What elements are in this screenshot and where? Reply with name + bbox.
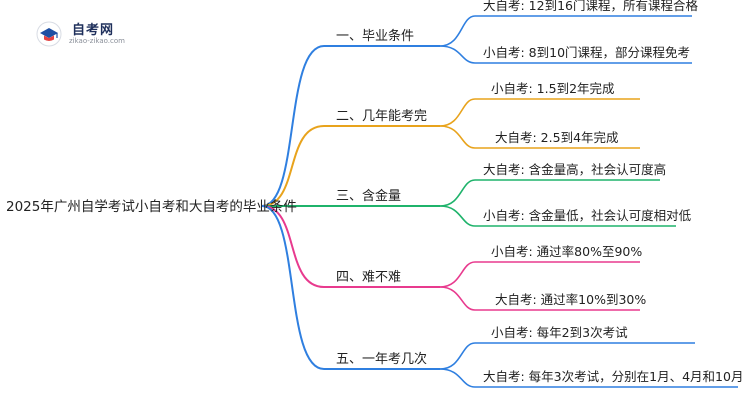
leaf-link — [439, 261, 476, 288]
leaf-node: 小自考: 每年2到3次考试 — [491, 325, 628, 340]
leaf-link — [439, 98, 476, 127]
root-node: 2025年广州自学考试小自考和大自考的毕业条件 — [6, 198, 297, 215]
leaf-node: 小自考: 含金量低，社会认可度相对低 — [483, 208, 692, 223]
leaf-node: 大自考: 通过率10%到30% — [495, 292, 646, 307]
logo-url: zikao-zikao.com — [69, 37, 125, 45]
leaf-link — [439, 368, 476, 388]
leaf-link — [439, 45, 476, 64]
branch-link — [261, 205, 325, 288]
leaf-node: 大自考: 2.5到4年完成 — [495, 130, 619, 145]
leaf-node: 小自考: 通过率80%至90% — [491, 244, 642, 259]
branch-link — [261, 45, 325, 207]
branch-node: 五、一年考几次 — [336, 351, 427, 367]
branch-node: 一、毕业条件 — [336, 28, 414, 44]
leaf-node: 大自考: 12到16门课程，所有课程合格 — [483, 0, 698, 13]
branch-link — [261, 205, 325, 370]
leaf-link — [439, 286, 476, 311]
leaf-link — [439, 179, 476, 207]
leaf-node: 大自考: 含金量高，社会认可度高 — [483, 162, 666, 177]
branch-link — [261, 125, 325, 207]
branch-node: 四、难不难 — [336, 270, 401, 285]
leaf-link — [439, 205, 476, 227]
leaf-node: 小自考: 8到10门课程，部分课程免考 — [483, 45, 690, 60]
leaf-link — [439, 15, 476, 47]
site-logo[interactable]: 自考网 zikao-zikao.com — [36, 17, 156, 49]
leaf-node: 大自考: 每年3次考试，分别在1月、4月和10月 — [483, 369, 743, 384]
logo-title: 自考网 — [72, 23, 115, 38]
branch-node: 二、几年能考完 — [336, 109, 427, 124]
leaf-node: 小自考: 1.5到2年完成 — [491, 81, 615, 96]
graduation-cap-icon — [36, 21, 62, 47]
leaf-link — [439, 125, 476, 149]
leaf-link — [439, 342, 476, 370]
branch-node: 三、含金量 — [336, 188, 401, 204]
